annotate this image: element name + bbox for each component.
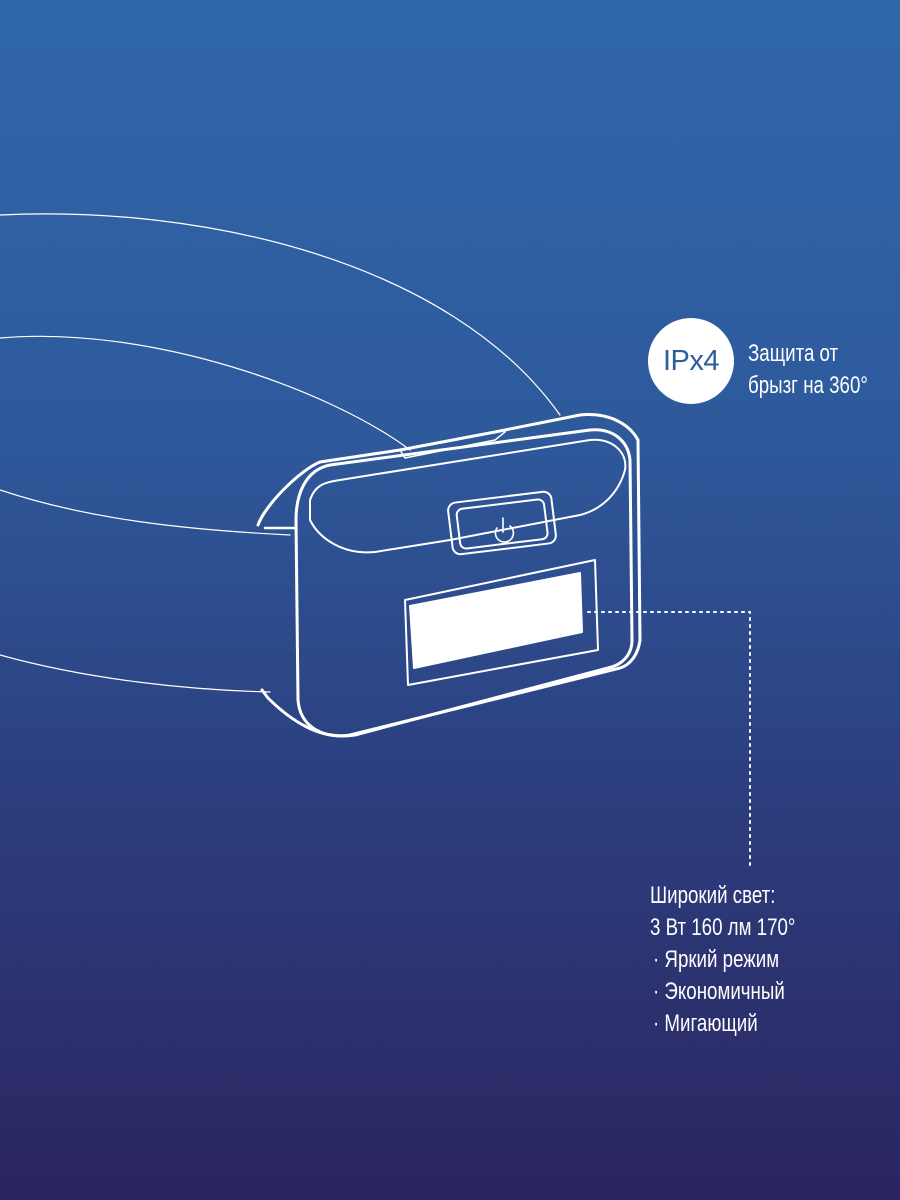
ipx4-label: IPx4 (662, 344, 720, 377)
headband-strap-top (0, 213, 561, 416)
headband-strap-inner (0, 335, 411, 451)
lens-frame (404, 559, 599, 686)
mode-flashing: · Мигающий (653, 1010, 758, 1037)
headband-strap-bottom (0, 654, 271, 693)
housing-front (294, 428, 634, 738)
housing-bevel (309, 438, 627, 554)
protection-line-1: Защита от (748, 340, 839, 367)
protection-feature-text: Защита от брызг на 360° (748, 338, 900, 402)
mode-bright: · Яркий режим (653, 946, 780, 973)
light-title: Широкий свет: (650, 882, 776, 909)
headband-strap-lower (0, 489, 291, 536)
light-spec: 3 Вт 160 лм 170° (650, 914, 796, 941)
protection-line-2: брызг на 360° (748, 372, 868, 399)
callout-dotted-line (587, 611, 751, 869)
power-icon (494, 517, 515, 543)
led-panel (409, 572, 583, 669)
power-button (447, 490, 557, 556)
ipx4-badge: IPx4 (648, 318, 734, 404)
light-feature-text: Широкий свет: 3 Вт 160 лм 170° · Яркий р… (650, 880, 836, 1040)
mode-economy: · Экономичный (653, 978, 785, 1005)
